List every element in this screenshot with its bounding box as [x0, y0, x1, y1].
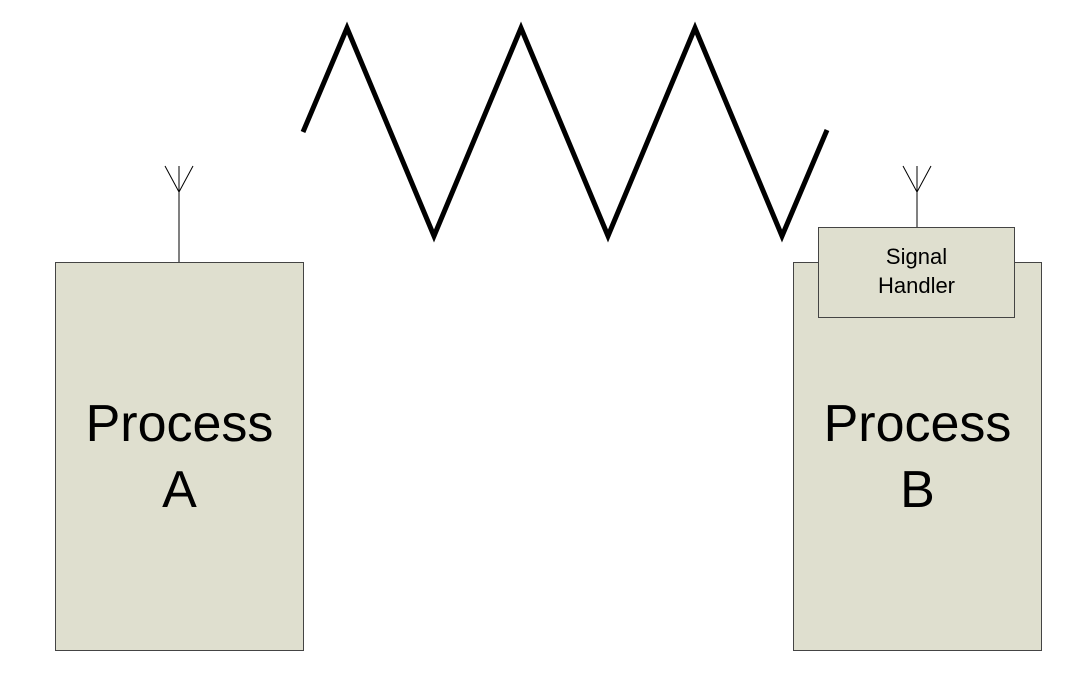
- process-b-label-line1: Process: [823, 395, 1012, 453]
- process-b-label: Process B: [794, 391, 1041, 523]
- antenna-icon: [902, 165, 932, 227]
- process-b-label-line2: B: [900, 461, 935, 519]
- signal-handler-label-line1: Signal: [885, 244, 948, 269]
- antenna-icon: [164, 165, 194, 262]
- signal-handler-box: Signal Handler: [818, 227, 1015, 318]
- signal-handler-label-line2: Handler: [877, 273, 956, 298]
- process-a-box: Process A: [55, 262, 304, 651]
- process-a-label: Process A: [56, 391, 303, 523]
- signal-handler-label: Signal Handler: [819, 242, 1014, 300]
- process-a-label-line1: Process: [85, 395, 274, 453]
- process-b-box: Process B: [793, 262, 1042, 651]
- process-a-label-line2: A: [162, 461, 197, 519]
- signal-wave-icon: [300, 21, 830, 243]
